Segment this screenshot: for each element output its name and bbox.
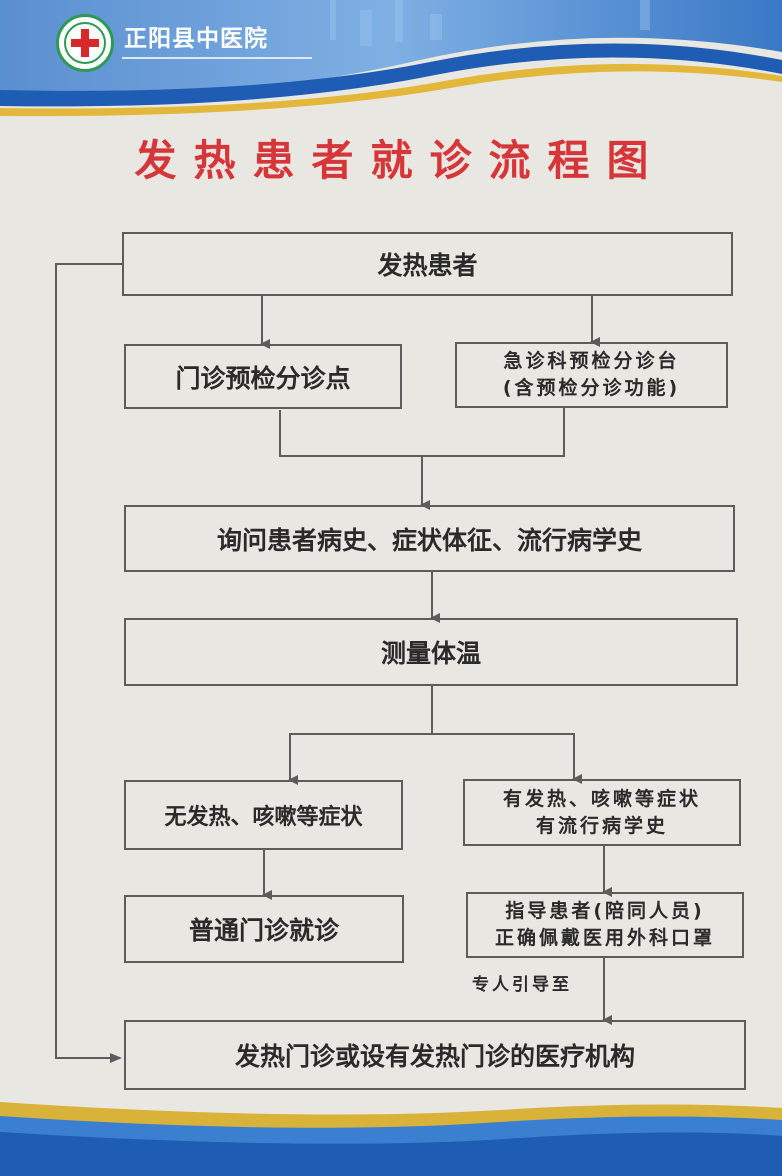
bypass-connector [55, 263, 124, 1063]
split-connector-right [432, 733, 582, 784]
node-fever-patient: 发热患者 [122, 232, 733, 296]
escort-label: 专人引导至 [472, 975, 572, 995]
footer-banner [0, 1102, 782, 1176]
node-fever-clinic: 发热门诊或设有发热门诊的医疗机构 [124, 1020, 746, 1090]
node-has-fever: 有发热、咳嗽等症状 有流行病学史 [463, 779, 741, 846]
node-outpatient-triage: 门诊预检分诊点 [124, 344, 402, 409]
hospital-name: 正阳县中医院 [124, 26, 268, 52]
header-banner [0, 0, 782, 122]
hospital-logo-icon [56, 14, 114, 72]
hospital-name-underline [122, 57, 312, 59]
merge-connector [279, 408, 565, 457]
node-wear-mask: 指导患者(陪同人员) 正确佩戴医用外科口罩 [466, 892, 744, 958]
node-regular-clinic: 普通门诊就诊 [124, 895, 404, 963]
node-measure-temperature: 测量体温 [124, 618, 738, 686]
split-connector [288, 686, 433, 785]
node-emergency-triage: 急诊科预检分诊台 (含预检分诊功能) [455, 342, 728, 408]
node-inquiry: 询问患者病史、症状体征、流行病学史 [124, 505, 735, 572]
page-title: 发热患者就诊流程图 [134, 136, 666, 185]
node-no-fever: 无发热、咳嗽等症状 [124, 780, 403, 850]
